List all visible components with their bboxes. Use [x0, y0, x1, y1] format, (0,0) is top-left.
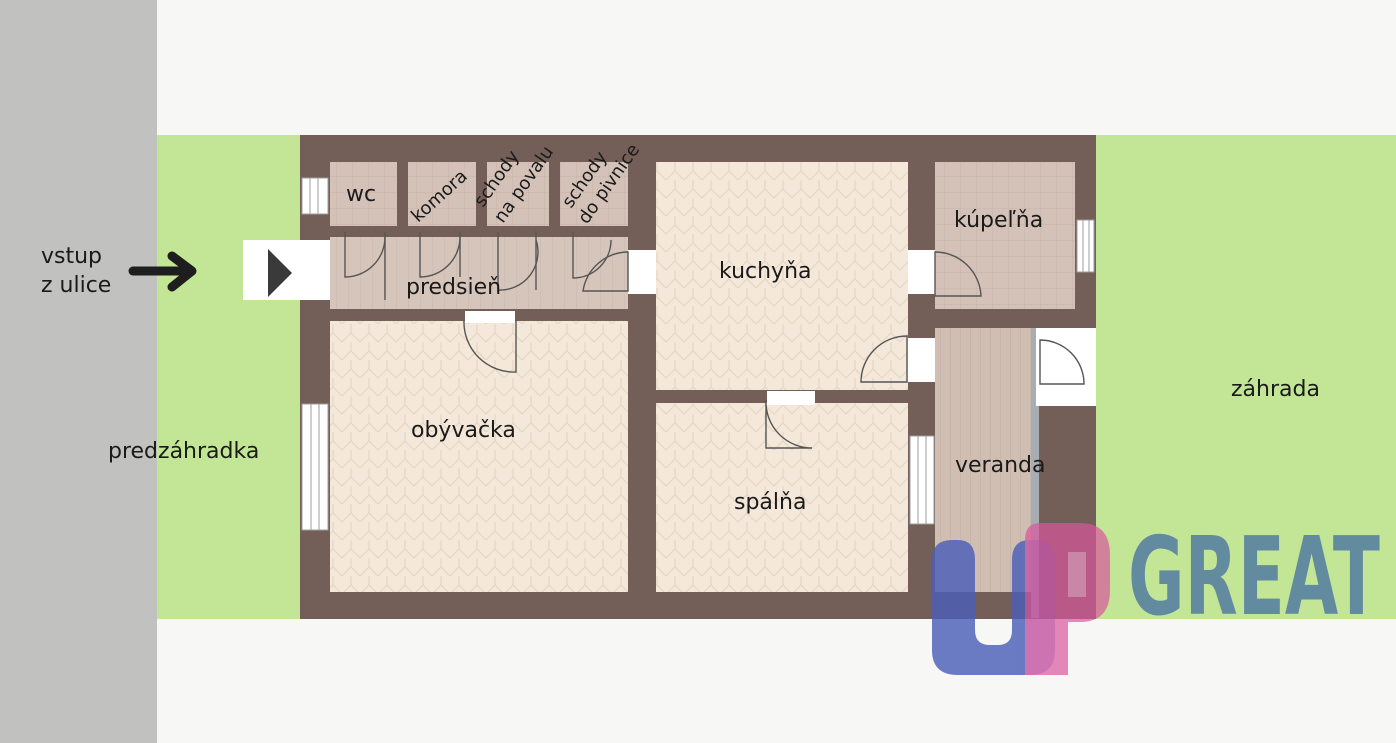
label-entry-2: z ulice	[41, 273, 111, 298]
entry-triangle-icon	[268, 249, 292, 297]
street	[0, 0, 157, 743]
bedroom-room	[656, 403, 908, 592]
stairs-down-room	[560, 162, 628, 226]
watermark-logo: GREAT	[932, 515, 1380, 675]
logo-text: GREAT	[1128, 515, 1380, 640]
door-swings	[344, 232, 1085, 449]
label-garden: záhrada	[1231, 377, 1320, 402]
label-wc: wc	[346, 182, 376, 207]
living-room	[330, 321, 628, 592]
label-living-room: obývačka	[411, 418, 516, 443]
wc-room	[330, 162, 397, 226]
entry-arrow-icon	[128, 251, 197, 292]
label-kitchen: kuchyňa	[719, 259, 812, 284]
front-garden-area	[157, 135, 305, 619]
label-bedroom: spálňa	[734, 490, 806, 515]
label-front-garden: predzáhradka	[108, 439, 259, 464]
bathroom-room	[935, 162, 1075, 309]
hall-room	[330, 237, 628, 309]
label-bathroom: kúpeľňa	[954, 208, 1043, 233]
label-veranda: veranda	[955, 453, 1045, 478]
garden-area	[1094, 135, 1396, 619]
label-hall: predsieň	[406, 275, 501, 300]
kitchen-room	[656, 162, 908, 390]
komora-room	[408, 162, 476, 226]
label-entry-1: vstup	[41, 244, 102, 269]
stairs-up-room	[487, 162, 549, 226]
windows	[301, 177, 1095, 531]
